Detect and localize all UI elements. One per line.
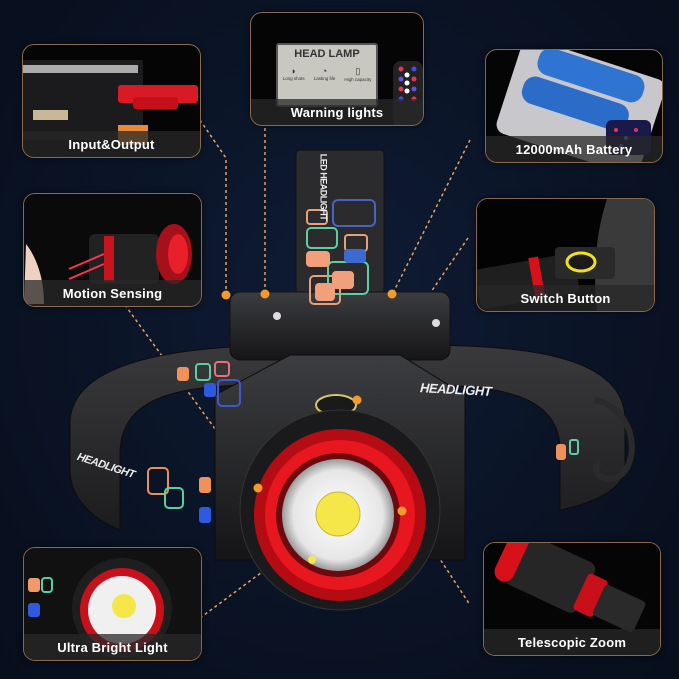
feature-caption: Telescopic Zoom [484, 629, 660, 655]
feature-telescopic-zoom: Telescopic Zoom [483, 542, 661, 656]
feature-ultra-bright: Ultra Bright Light [23, 547, 202, 661]
feature-motion-sensing: Motion Sensing [23, 193, 202, 307]
usb-port-icon [23, 60, 198, 145]
feature-switch-button: Switch Button [476, 198, 655, 312]
battery-icon: ▯ [355, 66, 361, 76]
head-lamp-display: HEAD LAMP ◗Long shots ◔Lasting life ▯Hig… [276, 43, 378, 107]
feature-battery: 12000mAh Battery [485, 49, 663, 163]
feature-caption: Ultra Bright Light [24, 634, 201, 660]
feature-caption: Input&Output [23, 131, 200, 157]
strap-text: LED HEADLIGHT [318, 153, 329, 221]
feature-caption: 12000mAh Battery [486, 136, 662, 162]
feature-caption: Switch Button [477, 285, 654, 311]
feature-caption: Warning lights [251, 99, 423, 125]
zoom-lens-icon [484, 543, 660, 655]
head-lamp-label: HEAD LAMP [294, 48, 360, 60]
clock-icon: ◔ [321, 66, 328, 76]
light-beam-icon: ◗ [290, 66, 297, 76]
feature-caption: Motion Sensing [24, 280, 201, 306]
feature-warning-lights: HEAD LAMP ◗Long shots ◔Lasting life ▯Hig… [250, 12, 424, 126]
feature-input-output: Input&Output [22, 44, 201, 158]
